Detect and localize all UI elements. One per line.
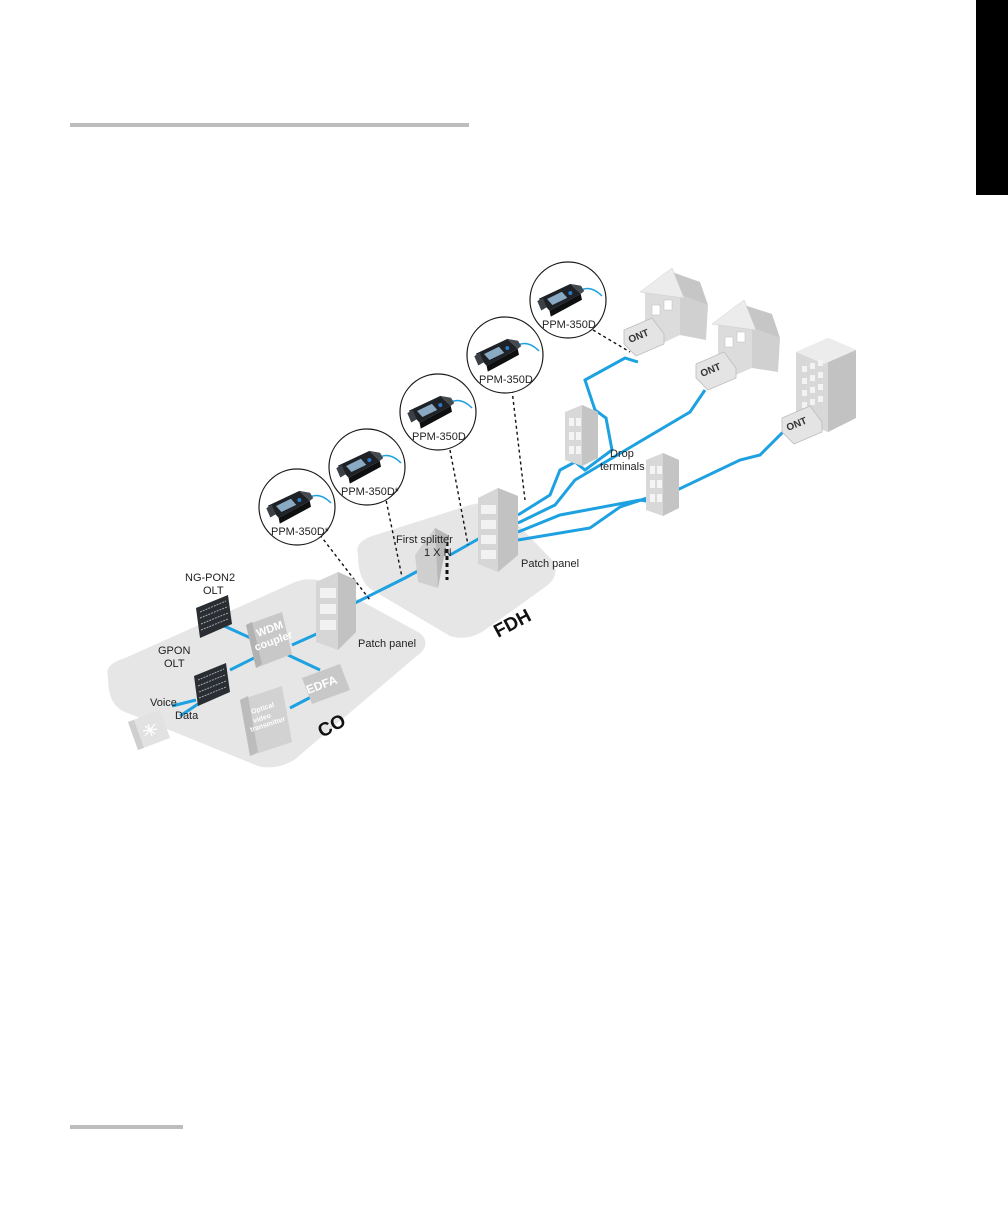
fdh-patch-panel <box>478 488 518 572</box>
power-meters: PPM-350D* PPM-350D* PPM-350D PPM-350D PPM-35… <box>259 262 606 545</box>
voice-label: Voice <box>150 697 177 709</box>
meter-model-label: PPM-350D <box>479 374 533 386</box>
meter-model-label: PPM-350D* <box>271 526 330 538</box>
meter-model-label: PPM-350D <box>412 431 466 443</box>
gpon-olt-label-2: OLT <box>164 658 185 670</box>
gpon-olt-label-1: GPON <box>158 645 190 657</box>
data-label: Data <box>175 710 199 722</box>
drop-terminal-2 <box>646 453 679 516</box>
drop-terminal-1 <box>565 405 598 466</box>
ngpon2-olt-label-1: NG-PON2 <box>185 572 235 584</box>
first-splitter-label: First splitter <box>396 534 453 546</box>
power-meter-callout-5: PPM-350D <box>530 262 606 338</box>
drop-terminals-label-2: terminals <box>600 461 645 473</box>
footer-rule <box>70 1125 183 1129</box>
drop-terminals-label-1: Drop <box>610 448 634 460</box>
co-patch-panel-label: Patch panel <box>358 638 416 650</box>
power-meter-callout-4: PPM-350D <box>467 317 543 393</box>
power-meter-callout-1: PPM-350D* <box>259 469 335 545</box>
power-meter-callout-2: PPM-350D* <box>329 429 405 505</box>
power-meter-callout-3: PPM-350D <box>400 374 476 450</box>
meter-model-label: PPM-350D* <box>341 486 400 498</box>
splitter-ratio-label: 1 X N <box>424 547 452 559</box>
ngpon2-olt-label-2: OLT <box>203 585 224 597</box>
fdh-patch-panel-label: Patch panel <box>521 558 579 570</box>
meter-model-label: PPM-350D <box>542 319 596 331</box>
